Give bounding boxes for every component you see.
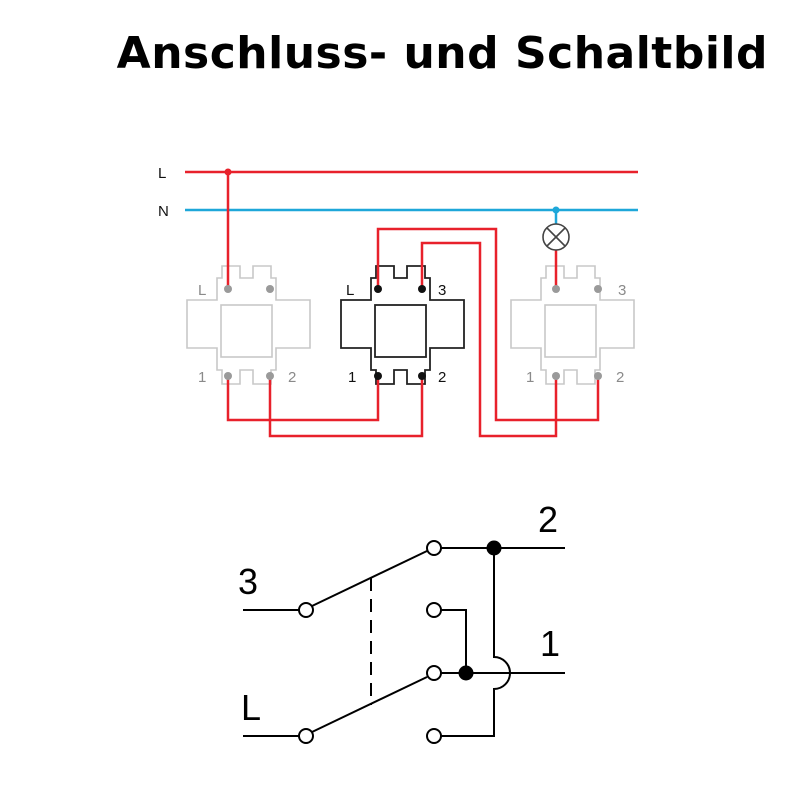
switch-right: [510, 265, 635, 385]
schematic-diagram: [243, 540, 565, 744]
terminals-left: [224, 285, 274, 380]
wiring-diagram: L N: [158, 165, 638, 438]
schematic-label-2: 2: [538, 499, 558, 540]
cross-link-vertical: [441, 548, 511, 737]
contact-3-pivot: [298, 602, 314, 618]
junction-phase: [224, 168, 232, 176]
lamp-icon: [542, 210, 570, 251]
right-label-3: 3: [618, 282, 626, 299]
middle-label-2: 2: [438, 369, 446, 386]
phase-line-label: L: [158, 165, 166, 182]
terminals-middle: [374, 285, 426, 380]
middle-label-1: 1: [348, 369, 356, 386]
middle-label-L: L: [346, 282, 354, 299]
page-title: Anschluss- und Schaltbild: [116, 28, 768, 79]
schematic-label-1: 1: [540, 623, 560, 664]
contact-a1: [426, 540, 442, 556]
junction-output-2: [486, 540, 502, 556]
schematic-label-L: L: [241, 687, 261, 728]
left-label-2: 2: [288, 369, 296, 386]
junction-neutral: [552, 206, 560, 214]
terminals-right: [552, 285, 602, 380]
lever-3: [311, 550, 428, 607]
schematic-label-3: 3: [238, 561, 258, 602]
wire-middle-3-to-right-1: [420, 241, 558, 438]
contact-a2: [426, 602, 442, 618]
left-label-1: 1: [198, 369, 206, 386]
contact-b2: [426, 728, 442, 744]
right-label-1: 1: [526, 369, 534, 386]
contact-b1: [426, 665, 442, 681]
phase-wires: [226, 172, 600, 438]
left-label-L: L: [198, 282, 206, 299]
lever-L: [311, 676, 428, 733]
junction-output-1: [458, 665, 474, 681]
wire-left-2-to-middle-1: [268, 376, 424, 438]
switch-middle: [340, 265, 465, 385]
contact-L-pivot: [298, 728, 314, 744]
schematic-junctions: [458, 540, 502, 681]
wire-middle-L-to-right-2: [376, 227, 600, 422]
cross-link-a2: [441, 609, 467, 673]
wire-left-1-to-middle-L: [226, 376, 380, 422]
neutral-line-label: N: [158, 203, 169, 220]
right-label-2: 2: [616, 369, 624, 386]
switch-left: [186, 265, 311, 385]
middle-label-3: 3: [438, 282, 446, 299]
